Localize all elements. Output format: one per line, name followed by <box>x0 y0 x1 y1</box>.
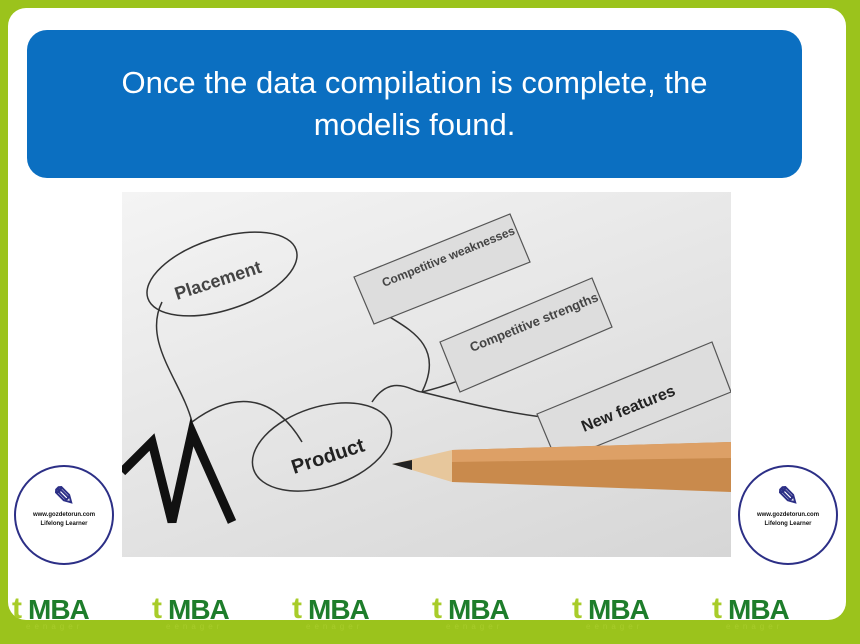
slide-title: Once the data compilation is complete, t… <box>27 30 802 178</box>
badge-url: www.gozdetorun.com <box>32 512 96 518</box>
label-placement: Placement <box>172 257 264 304</box>
mind-map-drawing: Placement Competitive weaknesses Competi… <box>122 213 731 524</box>
gozdetorun-badge-right: ✎ www.gozdetorun.com Lifelong Learner <box>738 465 838 565</box>
badge-tagline: Lifelong Learner <box>764 521 812 527</box>
gozdetorun-badge-left: ✎ www.gozdetorun.com Lifelong Learner <box>14 465 114 565</box>
badge-url: www.gozdetorun.com <box>756 512 820 518</box>
mind-map-photo: Placement Competitive weaknesses Competi… <box>122 192 731 557</box>
pencil-tree-icon: ✎ <box>53 481 75 511</box>
pencil-tree-icon: ✎ <box>777 481 799 511</box>
badge-tagline: Lifelong Learner <box>40 521 88 527</box>
pencil <box>392 442 731 492</box>
